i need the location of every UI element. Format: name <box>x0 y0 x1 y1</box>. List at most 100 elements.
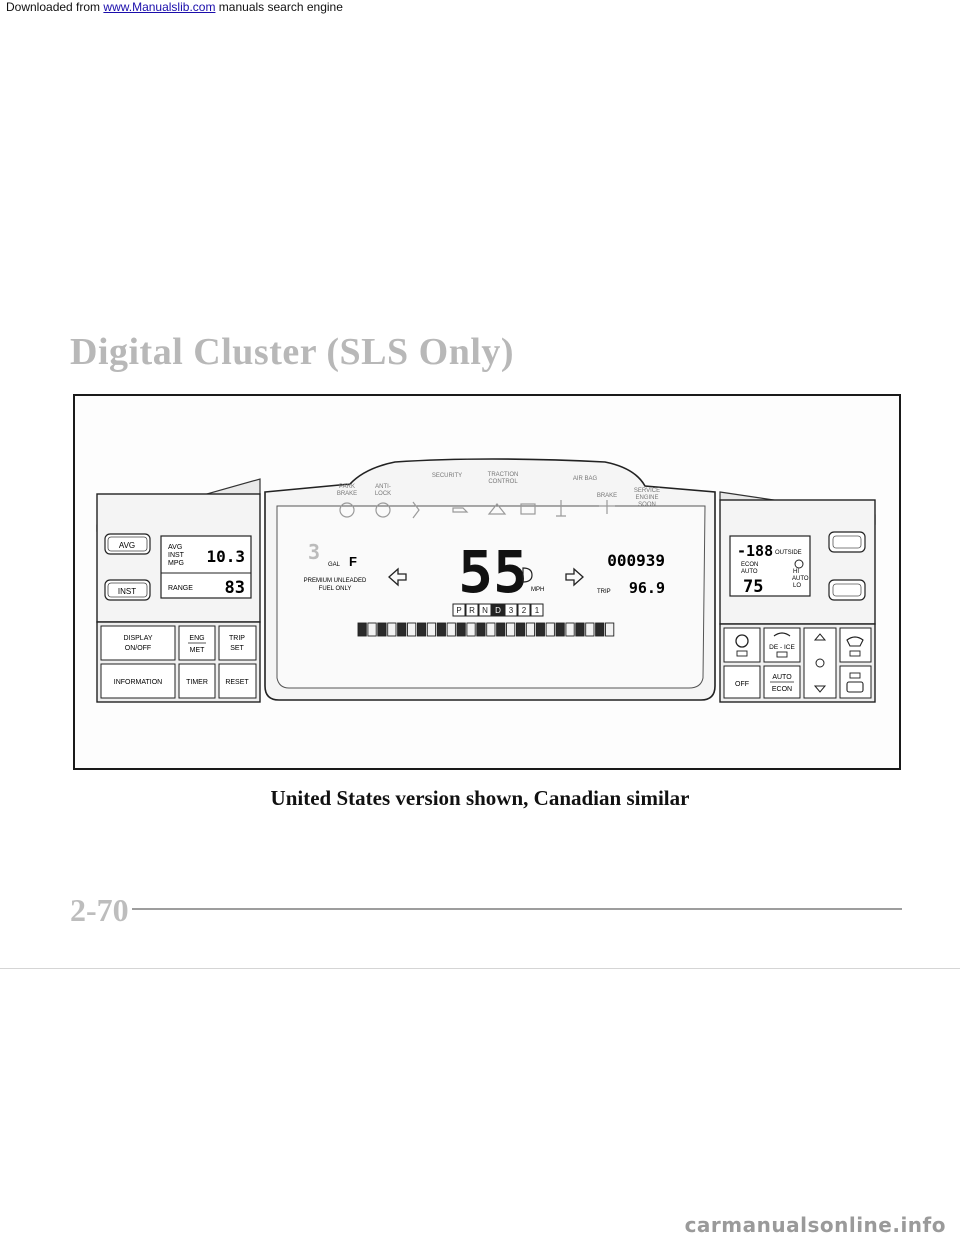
page-title: Digital Cluster (SLS Only) <box>70 331 515 373</box>
footer-rule <box>132 908 902 910</box>
tach-segment <box>515 622 526 637</box>
rear-defog-icon <box>846 681 864 693</box>
coolant-temp-icon <box>556 500 566 517</box>
left-turn-signal-icon <box>388 567 407 587</box>
service-engine-indicator-2: ENGINE <box>635 495 658 501</box>
tach-segment <box>496 622 506 637</box>
windshield-defog-button[interactable] <box>839 627 872 663</box>
fuel-level-digit: 3 <box>308 540 320 564</box>
brake-indicator: BRAKE <box>597 493 617 499</box>
reset-label: RESET <box>225 679 249 686</box>
information-label: INFORMATION <box>114 679 162 686</box>
defrost-icon <box>773 632 791 637</box>
range-value: 83 <box>225 578 245 598</box>
left-module: AVG INST AVG INST MPG 10.3 RANGE 83 DISP… <box>96 478 261 703</box>
avg-label: AVG <box>168 544 182 551</box>
gear-label: 1 <box>535 606 540 615</box>
econ-indicator: ECON <box>741 562 758 568</box>
traction-indicator-1: TRACTION <box>488 472 519 478</box>
outside-temp-label: OUTSIDE <box>775 550 802 556</box>
fan-icon <box>794 559 804 569</box>
climate-module: -188 OUTSIDE ECON AUTO HI AUTO LO 75 DE … <box>719 491 876 703</box>
windshield-icon <box>846 636 864 647</box>
center-display: SECURITY TRACTION CONTROL AIR BAG PARK B… <box>264 458 716 701</box>
climate-display <box>729 535 811 597</box>
display-onoff-button[interactable] <box>100 625 176 661</box>
manualslib-link[interactable]: www.Manualslib.com <box>103 0 216 14</box>
traction-icon <box>412 501 420 519</box>
met-label: MET <box>190 647 206 654</box>
set-label: SET <box>230 645 244 652</box>
fan-auto-indicator: AUTO <box>792 576 809 582</box>
off-label: OFF <box>735 681 749 688</box>
right-turn-signal-icon <box>565 567 584 587</box>
tach-segment <box>426 622 437 637</box>
oil-pressure-icon <box>452 507 469 513</box>
abs-warning-icon <box>375 502 391 518</box>
outside-temp-value: -188 <box>737 542 773 560</box>
timer-button[interactable] <box>178 663 216 699</box>
tach-segment <box>545 622 555 637</box>
gear-label: P <box>456 606 461 615</box>
speed-unit: MPH <box>531 587 544 593</box>
tach-segment <box>436 622 446 637</box>
anti-lock-indicator-1: ANTI- <box>375 484 391 490</box>
set-temp-value: 75 <box>743 577 763 597</box>
tach-segment <box>476 622 486 637</box>
timer-label: TIMER <box>186 679 208 686</box>
service-engine-indicator-3: SOON <box>638 502 656 508</box>
mpg-value: 10.3 <box>206 547 245 566</box>
auto-indicator: AUTO <box>741 569 758 575</box>
tach-segment <box>535 622 545 637</box>
fan-down-icon <box>813 685 827 693</box>
cluster-illustration: AVG INST AVG INST MPG 10.3 RANGE 83 DISP… <box>96 458 876 703</box>
fan-up-icon <box>813 633 827 641</box>
brake-system-icon <box>599 500 615 514</box>
airbag-indicator: AIR BAG <box>573 476 598 482</box>
gear-label: 3 <box>509 606 514 615</box>
tach-segment <box>555 622 565 637</box>
climate-lower-button[interactable] <box>828 579 866 601</box>
information-button[interactable] <box>100 663 176 699</box>
tach-segment <box>357 622 367 637</box>
tach-segment <box>446 622 456 637</box>
range-label: RANGE <box>168 585 193 592</box>
power-button[interactable] <box>723 627 761 663</box>
speed-value: 55 <box>458 538 528 606</box>
gear-cell <box>491 603 505 617</box>
odometer-value: 000939 <box>607 551 665 570</box>
security-icon <box>487 503 507 515</box>
avg-button[interactable] <box>104 533 151 555</box>
battery-icon <box>520 503 536 515</box>
gear-cell <box>465 603 479 617</box>
trip-computer-display <box>160 535 252 599</box>
anti-lock-indicator-2: LOCK <box>375 491 391 497</box>
de-ice-button[interactable] <box>763 627 801 663</box>
tach-segment <box>387 622 397 637</box>
high-beam-icon <box>522 567 533 583</box>
page-edge-line <box>0 968 960 969</box>
gear-label: R <box>469 606 475 615</box>
off-button[interactable] <box>723 665 761 699</box>
gear-label: D <box>495 606 501 615</box>
fuel-gal-label: GAL <box>328 562 341 568</box>
tach-segment <box>486 622 496 637</box>
inst-button[interactable] <box>104 579 151 601</box>
display-onoff-label-2: ON/OFF <box>125 645 151 652</box>
cluster-figure: AVG INST AVG INST MPG 10.3 RANGE 83 DISP… <box>73 394 901 770</box>
power-icon <box>735 634 749 648</box>
fuel-note-1: PREMIUM UNLEADED <box>304 578 367 584</box>
auto-label: AUTO <box>772 674 792 681</box>
tach-segment <box>506 622 516 637</box>
de-ice-label: DE - ICE <box>769 644 795 651</box>
fuel-full-label: F <box>349 554 357 569</box>
trip-odometer-label: TRIP <box>597 589 611 595</box>
tach-segment <box>377 622 387 637</box>
reset-button[interactable] <box>218 663 257 699</box>
tach-segment <box>605 622 615 637</box>
tach-segment <box>397 622 407 637</box>
trip-set-button[interactable] <box>218 625 257 661</box>
climate-upper-button[interactable] <box>828 531 866 553</box>
fan-speed-rocker[interactable] <box>803 627 837 699</box>
